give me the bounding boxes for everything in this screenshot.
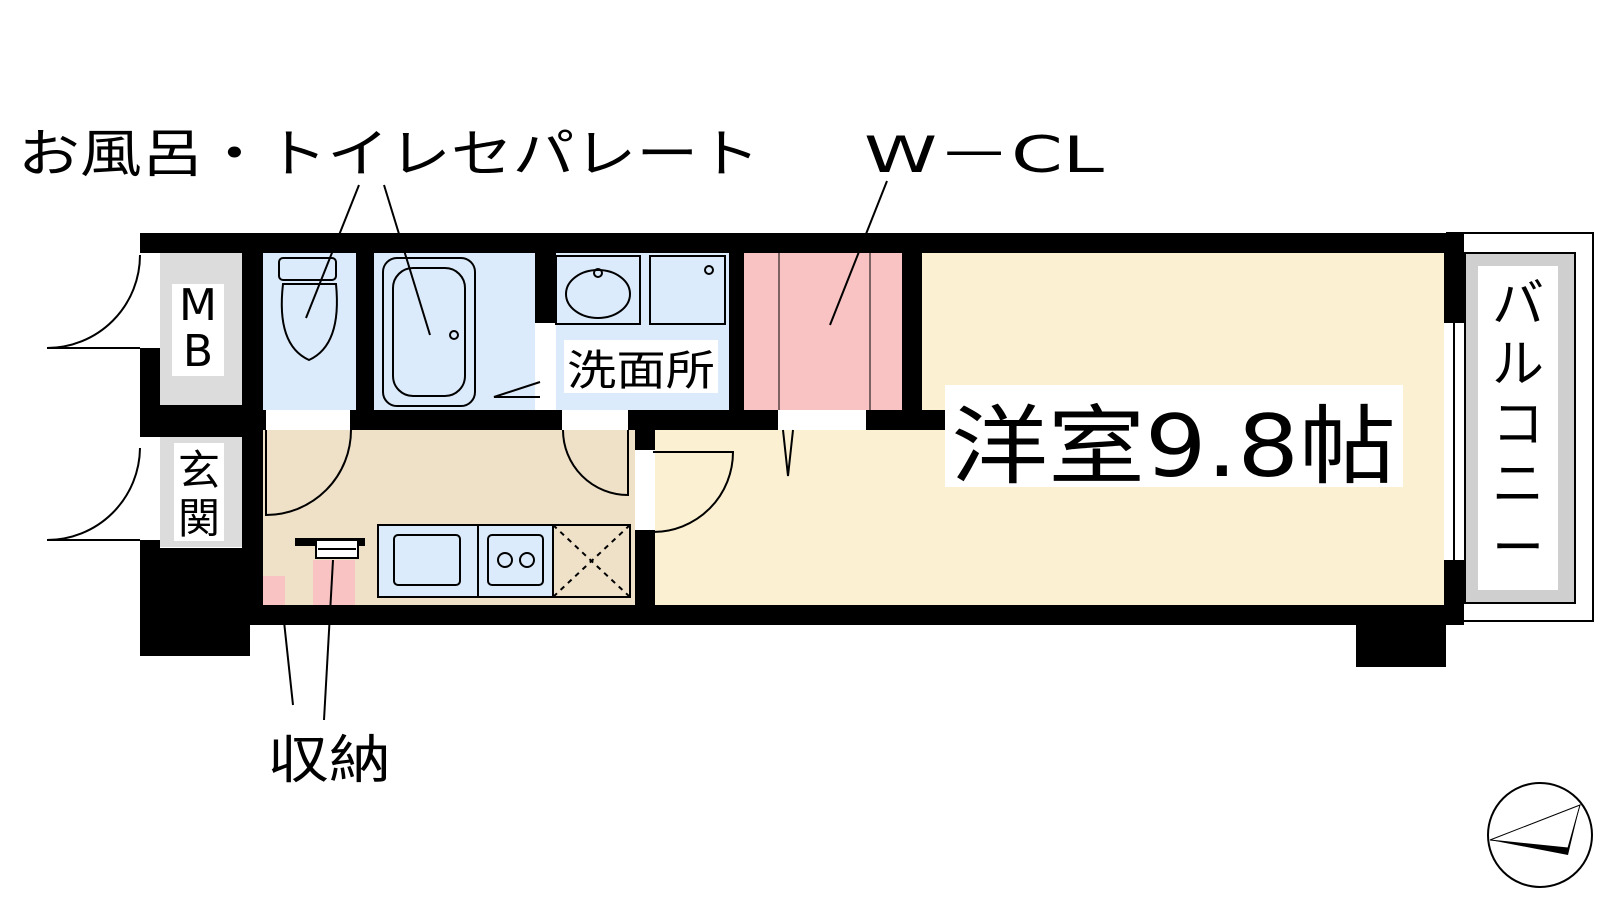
washroom-label-bg	[564, 340, 718, 393]
bath-toilet-label: お風呂・トイレセパレート	[18, 125, 760, 185]
svg-text:ル: ル	[1492, 335, 1544, 395]
svg-text:バ: バ	[1492, 275, 1544, 335]
toilet-room	[263, 253, 356, 410]
svg-text:ー: ー	[1492, 519, 1544, 579]
compass-icon	[1487, 782, 1593, 888]
svg-text:M: M	[179, 280, 217, 331]
balcony-area	[1446, 232, 1594, 622]
western-room-lower	[655, 430, 945, 605]
toilet-icon	[278, 257, 338, 362]
svg-text:コ: コ	[1492, 395, 1544, 455]
storage-1	[263, 576, 285, 606]
washer-pan-icon	[649, 255, 726, 325]
fridge-space-icon	[552, 524, 631, 598]
svg-text:ニ: ニ	[1492, 455, 1544, 515]
genkan-label: 玄 関	[178, 446, 220, 543]
mb-label: M B	[179, 280, 217, 377]
leader-lines	[282, 180, 888, 721]
door-swings	[46, 254, 794, 541]
shoe-cabinet-icon	[315, 539, 359, 559]
kitchen-sink-icon	[377, 524, 479, 598]
svg-text:B: B	[183, 326, 213, 377]
wcl-label: W－CL	[864, 126, 1104, 184]
room-label-bg	[945, 385, 1403, 487]
genkan-label-bg	[174, 443, 224, 541]
svg-text:玄: 玄	[178, 446, 220, 495]
door-openings	[140, 253, 1462, 560]
storage-2	[313, 560, 355, 606]
balcony-label: バ ル コ ニ ー	[1492, 275, 1544, 579]
walk-in-closet	[744, 253, 902, 413]
storage-label: 収納	[267, 731, 391, 791]
stove-icon	[477, 524, 554, 598]
bathtub-icon	[382, 257, 476, 407]
sink-icon	[555, 255, 641, 325]
washroom-label: 洗面所	[567, 346, 715, 395]
room-label: 洋室9.8帖	[951, 397, 1396, 497]
svg-text:関: 関	[178, 494, 220, 543]
mb-label-bg	[172, 284, 224, 376]
